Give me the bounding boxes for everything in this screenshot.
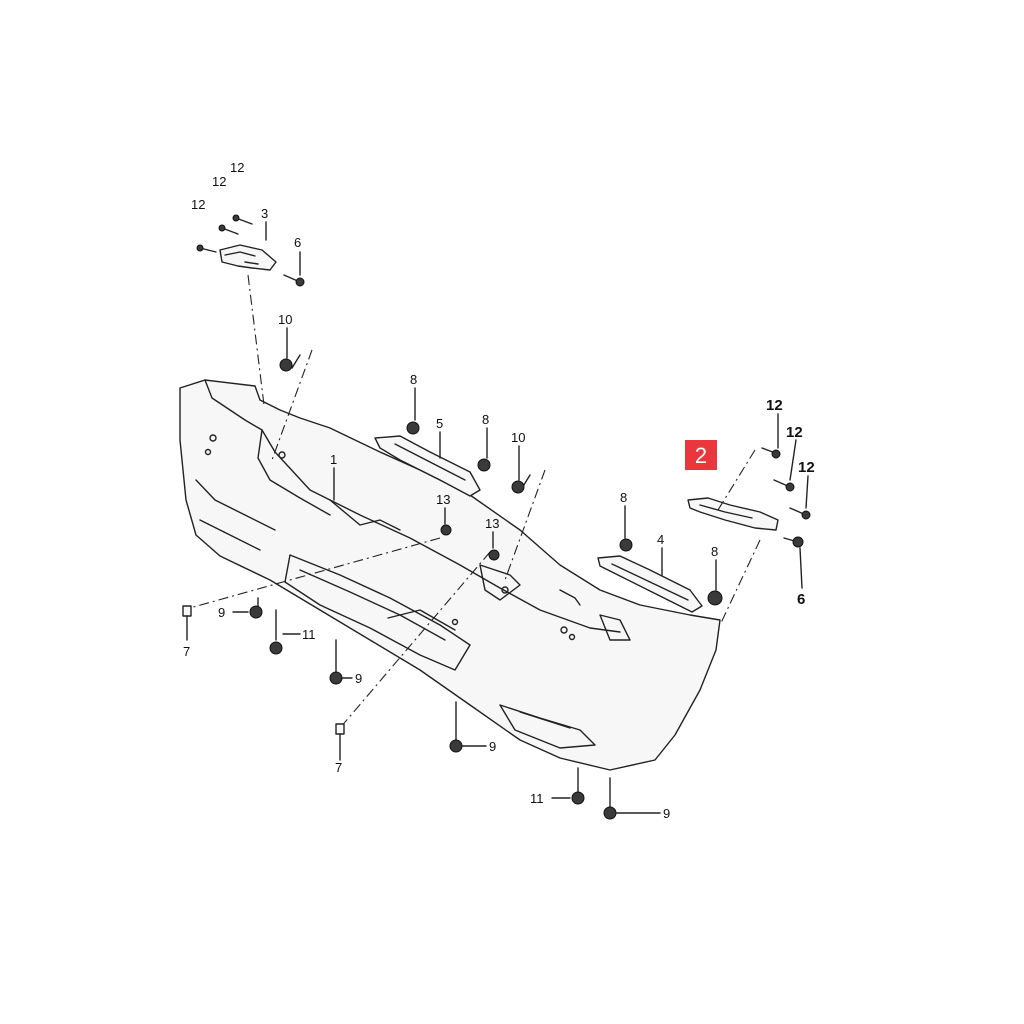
callout-label: 12 (798, 459, 815, 476)
screw-icon (789, 507, 811, 520)
callout-label: 5 (436, 416, 443, 431)
callout-label: 12 (230, 160, 244, 175)
rail-part-5 (374, 435, 481, 497)
screw-icon (761, 447, 781, 459)
screw-icon (232, 214, 253, 225)
highlight-badge-part-2: 2 (685, 440, 717, 470)
nut-icon (329, 639, 343, 685)
nut-icon (440, 524, 452, 536)
callout-labels: 1 3 6 12 12 12 10 8 5 8 10 13 13 8 4 8 1… (183, 160, 815, 821)
callout-label: 9 (218, 605, 225, 620)
callout-label: 6 (294, 235, 301, 250)
callout-label: 8 (482, 412, 489, 427)
callout-label: 12 (212, 174, 226, 189)
callout-label: 13 (436, 492, 450, 507)
callout-label: 12 (766, 397, 783, 414)
bolt-icon (511, 474, 531, 494)
callout-label: 9 (489, 739, 496, 754)
callout-label: 13 (485, 516, 499, 531)
bracket-part-2 (687, 497, 779, 531)
screw-icon (773, 479, 795, 492)
assembly-leader-lines (189, 274, 761, 729)
callout-label: 8 (620, 490, 627, 505)
callout-label: 7 (183, 644, 190, 659)
nut-icon (406, 421, 420, 435)
callout-ticks (186, 221, 809, 814)
screw-icon (283, 274, 305, 287)
rail-part-4 (597, 555, 703, 613)
callout-label: 3 (261, 206, 268, 221)
fasteners (182, 214, 811, 820)
bolt-icon (571, 767, 585, 805)
screw-icon (196, 244, 217, 253)
callout-label: 8 (711, 544, 718, 559)
callout-label: 7 (335, 760, 342, 775)
screw-icon (218, 224, 239, 235)
bolt-icon (269, 609, 283, 655)
callout-label: 9 (663, 806, 670, 821)
callout-label: 10 (278, 312, 292, 327)
nut-icon (249, 597, 263, 619)
callout-label: 12 (786, 424, 803, 441)
highlight-badge-bg (685, 440, 717, 470)
bumper-cover (179, 379, 721, 771)
callout-label: 6 (797, 591, 805, 608)
nut-icon (488, 549, 500, 561)
nut-icon (603, 777, 617, 820)
callout-label: 11 (530, 791, 544, 806)
bracket-part-3 (219, 244, 277, 271)
callout-label: 4 (657, 532, 664, 547)
clip-icon (335, 723, 345, 735)
callout-label: 11 (302, 627, 316, 642)
nut-icon (477, 458, 491, 472)
nut-icon (449, 701, 463, 753)
screw-icon (783, 536, 804, 548)
callout-label: 9 (355, 671, 362, 686)
highlight-badge-label: 2 (695, 443, 707, 468)
callout-label: 10 (511, 430, 525, 445)
nut-icon (707, 590, 723, 606)
callout-label: 12 (191, 197, 205, 212)
nut-icon (619, 538, 633, 552)
callout-label: 8 (410, 372, 417, 387)
callout-label: 1 (330, 452, 337, 467)
clip-icon (182, 605, 192, 617)
bolt-icon (279, 354, 301, 372)
